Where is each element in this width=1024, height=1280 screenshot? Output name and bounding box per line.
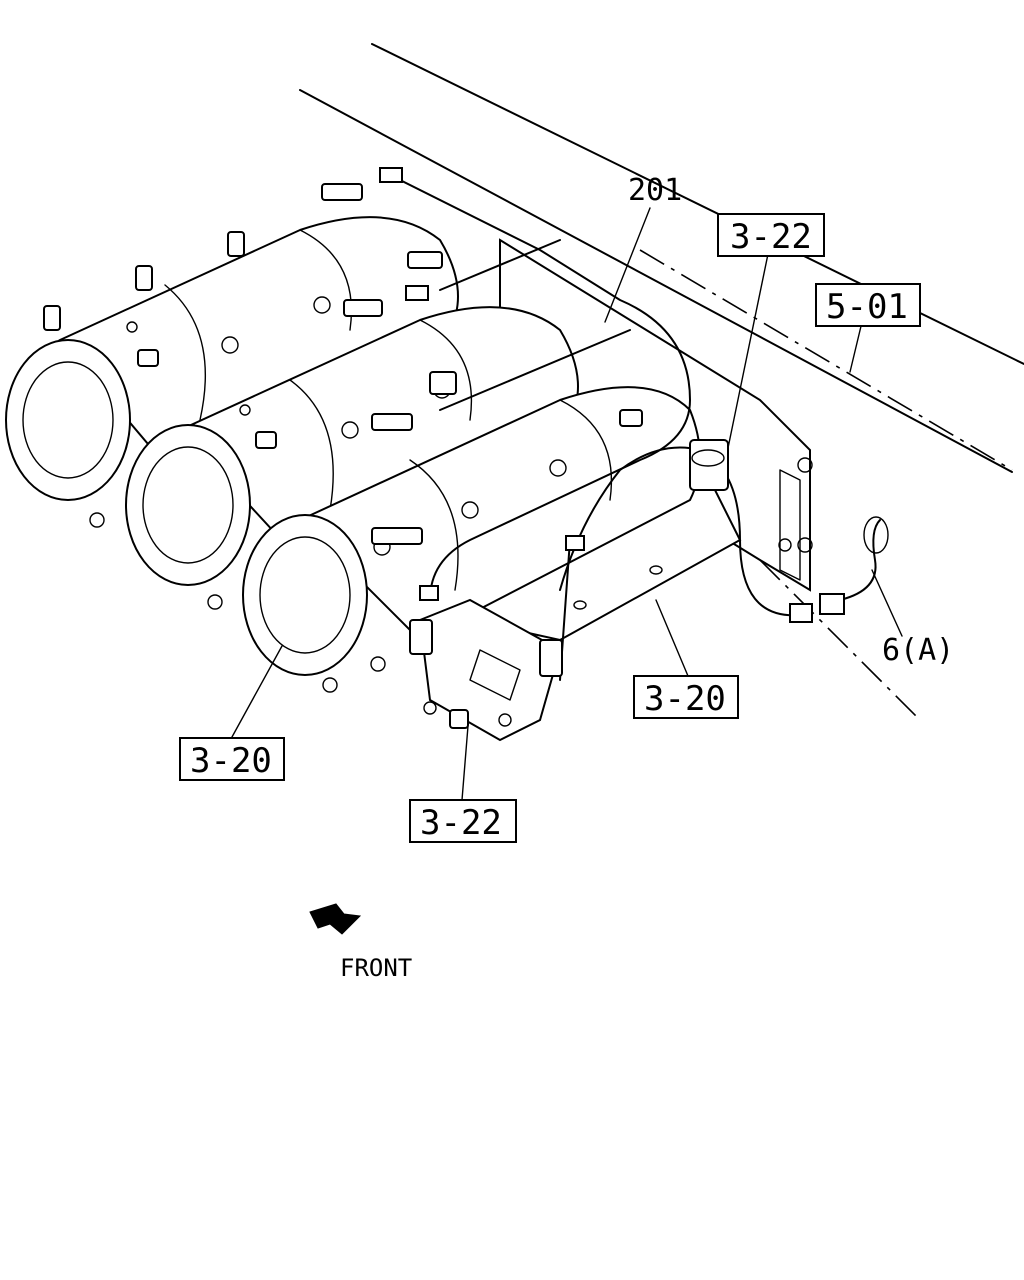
label-201: 201 — [628, 173, 682, 208]
air-tank-middle — [125, 306, 579, 586]
callout-5-01: 5-01 — [815, 283, 921, 327]
label-3-22-top: 3-22 — [730, 217, 812, 257]
valve-block — [409, 439, 729, 742]
callout-3-22-top: 3-22 — [717, 213, 825, 257]
label-6a: 6(A) — [882, 633, 954, 668]
label-3-20-right: 3-20 — [644, 679, 726, 719]
air-lines — [379, 167, 889, 681]
label-5-01: 5-01 — [826, 287, 908, 327]
callout-3-22-bottom: 3-22 — [409, 799, 517, 843]
label-3-20-left: 3-20 — [190, 741, 272, 781]
callout-6a: 6(A) — [882, 633, 954, 668]
label-3-22-bottom: 3-22 — [420, 803, 502, 843]
front-arrow-icon — [309, 903, 362, 935]
callout-201: 201 — [628, 173, 682, 208]
tank-fittings — [43, 183, 643, 545]
callout-3-20-right: 3-20 — [633, 675, 739, 719]
drain-valves — [89, 512, 386, 693]
leader-lines — [231, 207, 903, 801]
air-tank-back — [5, 216, 459, 501]
air-tank-front — [242, 386, 701, 676]
front-indicator: FRONT — [309, 903, 412, 982]
front-label: FRONT — [340, 954, 412, 982]
callout-3-20-left: 3-20 — [179, 737, 285, 781]
